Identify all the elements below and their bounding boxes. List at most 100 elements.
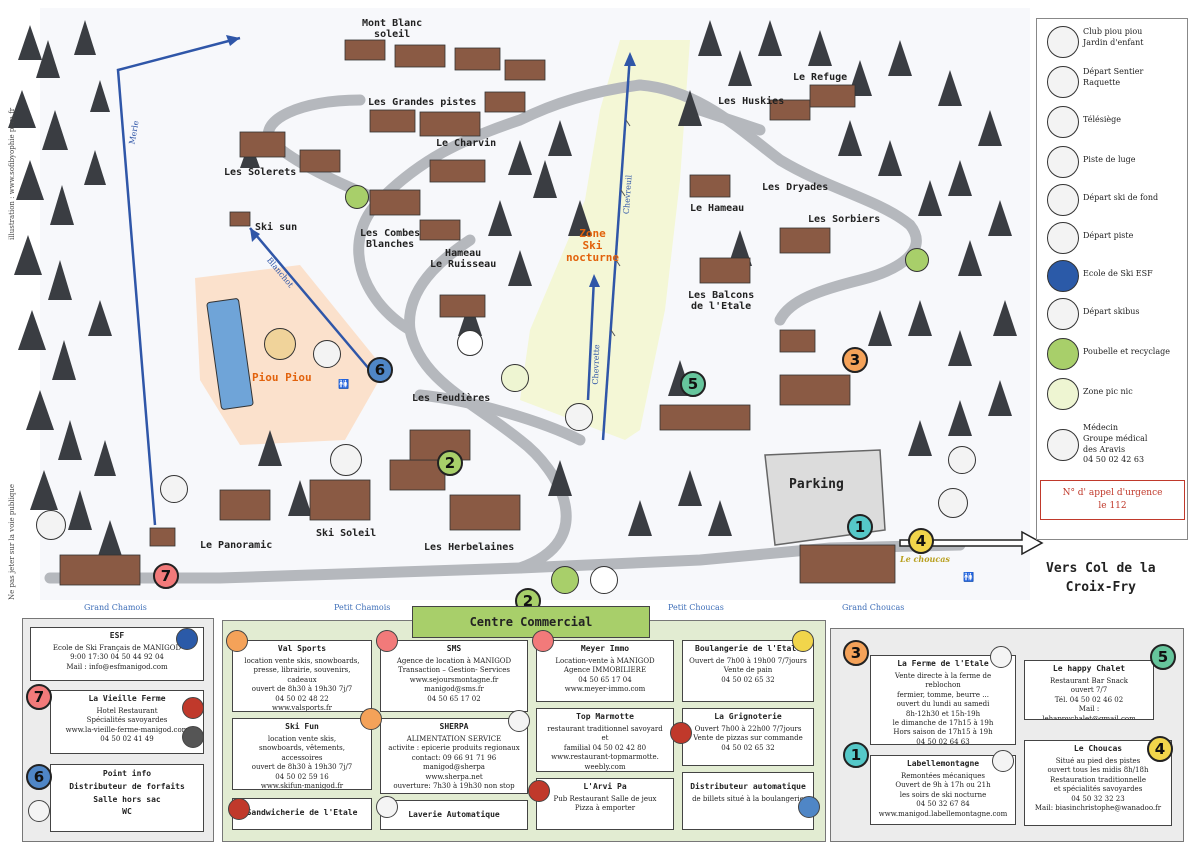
wc-icon — [28, 800, 50, 822]
legend-item: Départ Sentier Raquette — [1037, 63, 1187, 101]
wc-icon-2: 🚻 — [963, 573, 975, 583]
restaurant-icon — [670, 722, 692, 744]
label-sorbiers: Les Sorbiers — [808, 214, 881, 225]
ski-bus-icon — [1047, 298, 1079, 330]
label-solerets: Les Solerets — [224, 167, 297, 178]
centre-commercial-banner: Centre Commercial — [412, 606, 650, 638]
legend-item: Zone pic nic — [1037, 375, 1187, 413]
map-number-5[interactable]: 5 — [680, 371, 706, 397]
lift-blanchot — [249, 227, 371, 371]
label-ski-soleil: Ski Soleil — [316, 528, 377, 539]
map-number-2[interactable]: 2 — [437, 450, 463, 476]
doctor-map-icon — [330, 444, 362, 476]
night-ski-zone — [520, 40, 690, 440]
legend: Club piou piou Jardin d'enfant Départ Se… — [1036, 18, 1188, 540]
legend-item: Départ skibus — [1037, 295, 1187, 333]
snowshoe-map-icon — [36, 510, 66, 540]
label-grandes-pistes: Les Grandes pistes — [368, 97, 477, 108]
card-sandwicherie: Sandwicherie de l'Etale — [232, 798, 372, 830]
lift-pylons — [610, 119, 631, 337]
label-le-choucas: Le choucas — [900, 554, 950, 564]
panel-number-5: 5 — [1150, 644, 1176, 670]
card-laverie: Laverie Automatique — [380, 800, 528, 830]
chairlift-map-icon — [160, 475, 188, 503]
restaurant-icon — [528, 780, 550, 802]
label-combes-blanches: Les Combes Blanches — [360, 228, 421, 250]
snowshoe-icon — [1047, 66, 1079, 98]
child-icon — [1047, 26, 1079, 58]
label-le-panoramic: Le Panoramic — [200, 540, 273, 551]
label-balcons: Les Balcons de l'Etale — [688, 290, 755, 312]
tipi-map-icon — [501, 364, 529, 392]
buildings — [59, 39, 896, 586]
label-parking: Parking — [789, 477, 844, 492]
stop-grand-chamois: Grand Chamois — [84, 603, 147, 612]
legend-item: Club piou piou Jardin d'enfant — [1037, 23, 1187, 61]
label-refuge: Le Refuge — [793, 72, 848, 83]
label-dryades: Les Dryades — [762, 182, 829, 193]
stop-petit-chamois: Petit Chamois — [334, 603, 391, 612]
lift-lines — [116, 36, 632, 526]
stop-grand-choucas: Grand Choucas — [842, 603, 905, 612]
ski-pole-icon — [992, 750, 1014, 772]
label-col-croix-fry: Vers Col de la Croix-Fry — [1046, 561, 1156, 595]
restaurant-icon — [182, 697, 204, 719]
legend-item: Télésiège — [1037, 103, 1187, 141]
cow-icon — [990, 646, 1012, 668]
tipi-icon — [1047, 378, 1079, 410]
house-icon — [376, 630, 398, 652]
map-number-3[interactable]: 3 — [842, 347, 868, 373]
chairlift-map-icon-2 — [565, 403, 593, 431]
sled-icon — [1047, 146, 1079, 178]
panel-number-7: 7 — [26, 684, 52, 710]
lift-chevrette — [586, 277, 596, 401]
label-feudieres: Les Feudières — [412, 393, 491, 404]
trash-map-icon-3 — [551, 566, 579, 594]
chairlift-icon — [1047, 106, 1079, 138]
atm-icon — [798, 796, 820, 818]
esf-icon — [176, 628, 198, 650]
panel-number-1: 1 — [843, 742, 869, 768]
label-piou-piou: Piou Piou — [252, 371, 312, 384]
card-point-info: Point info Distributeur de forfaits Sall… — [50, 764, 204, 832]
esf-map-icon — [457, 330, 483, 356]
label-herbelaines: Les Herbelaines — [424, 542, 515, 553]
lift-label-chevrette: Chevrette — [590, 344, 602, 385]
skier-icon — [1047, 222, 1079, 254]
laundry-icon — [376, 796, 398, 818]
label-le-hameau: Le Hameau — [690, 203, 745, 214]
legend-item: Piste de luge — [1037, 143, 1187, 181]
piou-piou-club-icon — [264, 328, 296, 360]
bread-icon — [792, 630, 814, 652]
sled-map-icon — [948, 446, 976, 474]
trash-map-icon-2 — [905, 248, 929, 272]
illustration-credit: illustration : www.sofibyophie pera.fr — [8, 107, 16, 240]
label-huskies: Les Huskies — [718, 96, 785, 107]
legend-item: Poubelle et recyclage — [1037, 335, 1187, 373]
map-number-1[interactable]: 1 — [847, 514, 873, 540]
panel-number-4: 4 — [1147, 736, 1173, 762]
map-number-4[interactable]: 4 — [908, 528, 934, 554]
snowshoe-map-icon-2 — [938, 488, 968, 518]
map-number-6[interactable]: 6 — [367, 357, 393, 383]
lift-chevreuil — [601, 54, 632, 441]
shop-icon — [360, 708, 382, 730]
map-number-7[interactable]: 7 — [153, 563, 179, 589]
legend-item: Départ ski de fond — [1037, 181, 1187, 219]
trees — [8, 20, 1017, 556]
legend-item: Médecin Groupe médical des Aravis 04 50 … — [1037, 419, 1187, 475]
shop-icon — [226, 630, 248, 652]
legend-item: Départ piste — [1037, 219, 1187, 257]
house-icon — [532, 630, 554, 652]
